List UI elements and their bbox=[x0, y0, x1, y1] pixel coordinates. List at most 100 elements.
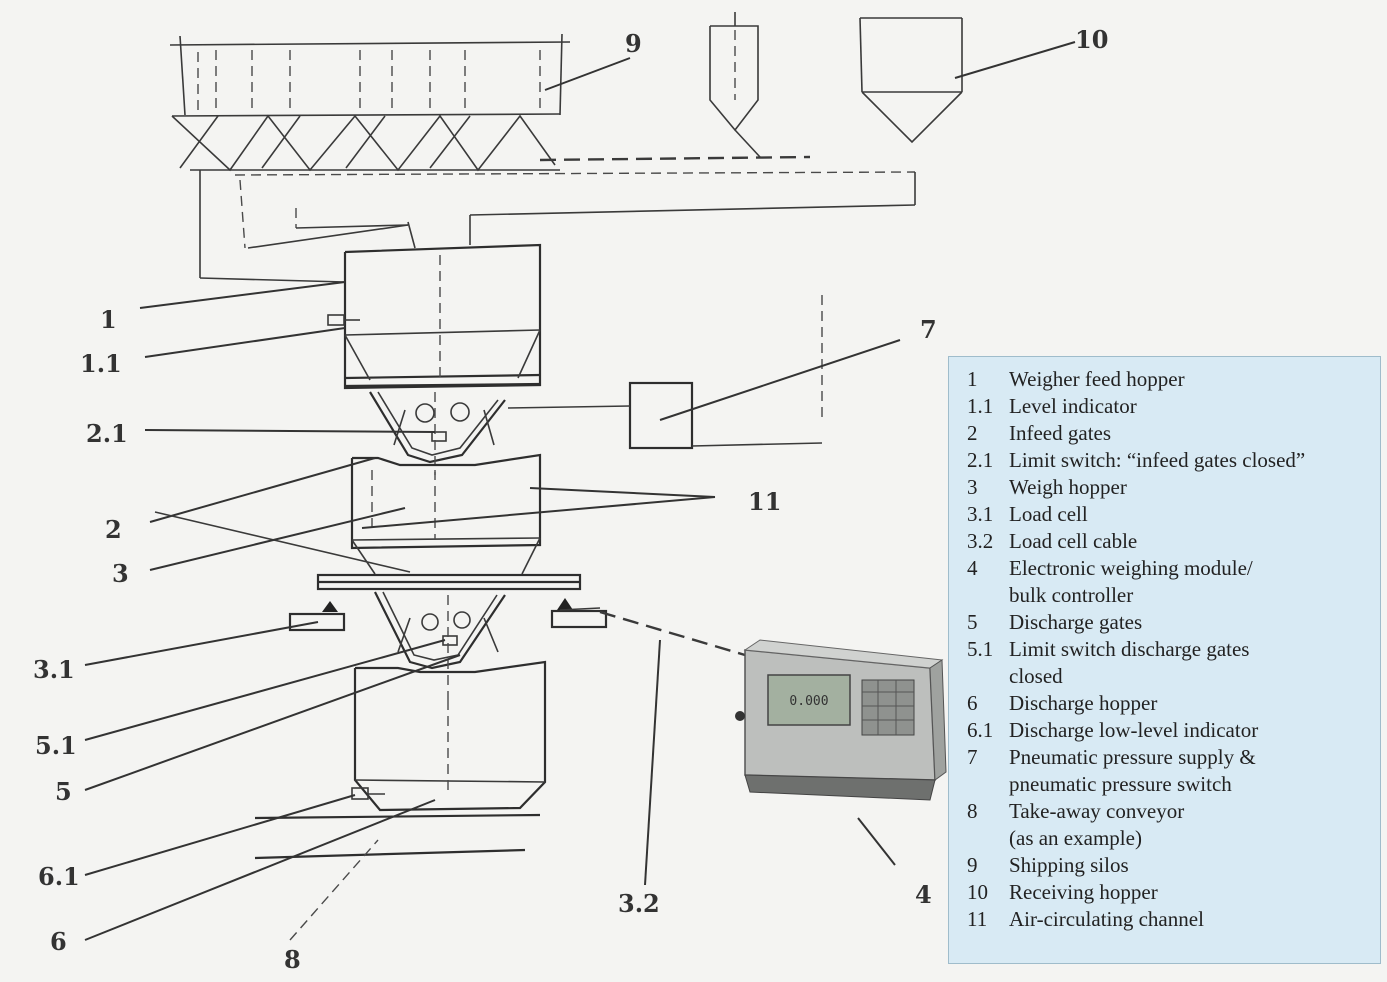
callout-6-1: 6.1 bbox=[38, 862, 80, 891]
legend-item-number: 6.1 bbox=[967, 718, 994, 742]
legend-item-label: Shipping silos bbox=[1009, 853, 1129, 877]
callout-9: 9 bbox=[625, 29, 642, 58]
callout-3: 3 bbox=[112, 559, 129, 588]
legend-item-label-continued: bulk controller bbox=[1009, 583, 1134, 607]
legend-item-text: Discharge gates bbox=[1009, 609, 1370, 636]
legend-item-text: Infeed gates bbox=[1009, 420, 1370, 447]
legend-item-label-continued: pneumatic pressure switch bbox=[1009, 772, 1232, 796]
callout-4: 4 bbox=[915, 880, 932, 909]
legend-item-text: Weigher feed hopper bbox=[1009, 366, 1370, 393]
legend-item-number: 5 bbox=[967, 610, 978, 634]
receiving-hopper bbox=[859, 17, 963, 144]
legend-item: 9 Shipping silos bbox=[967, 852, 1370, 879]
legend-item-text: Air-circulating channel bbox=[1009, 906, 1370, 933]
legend-item-label: Discharge gates bbox=[1009, 610, 1143, 634]
legend-item: 7 Pneumatic pressure supply &pneumatic pr… bbox=[967, 744, 1370, 798]
legend-item-number: 1.1 bbox=[967, 394, 994, 418]
legend-item-label: Weigher feed hopper bbox=[1009, 367, 1185, 391]
legend-item-text: Discharge low-level indicator bbox=[1009, 717, 1370, 744]
legend-item: 1.1 Level indicator bbox=[967, 393, 1370, 420]
legend-item-label: Limit switch discharge gates bbox=[1009, 637, 1250, 661]
legend-item: 2.1 Limit switch: “infeed gates closed” bbox=[967, 447, 1370, 474]
legend-item-label: Load cell cable bbox=[1009, 529, 1138, 553]
shipping-silos bbox=[169, 33, 571, 172]
legend-item-text: Pneumatic pressure supply &pneumatic pre… bbox=[1009, 744, 1370, 798]
infeed-gates bbox=[369, 391, 506, 475]
legend-item-number: 4 bbox=[967, 556, 978, 580]
display-screen bbox=[767, 674, 851, 726]
legend-item-label: Air-circulating channel bbox=[1009, 907, 1204, 931]
legend-item: 4 Electronic weighing module/bulk control… bbox=[967, 555, 1370, 609]
legend-item-number: 7 bbox=[967, 745, 978, 769]
legend-item: 3.1 Load cell bbox=[967, 501, 1370, 528]
legend-item: 3.2 Load cell cable bbox=[967, 528, 1370, 555]
limit-switch-infeed bbox=[431, 431, 447, 442]
callout-7: 7 bbox=[920, 315, 937, 344]
callout-11: 11 bbox=[748, 487, 781, 516]
legend-item-number: 1 bbox=[967, 367, 978, 391]
weigh-hopper bbox=[316, 453, 582, 591]
legend-item: 2 Infeed gates bbox=[967, 420, 1370, 447]
legend-item: 10 Receiving hopper bbox=[967, 879, 1370, 906]
legend-item-text: Weigh hopper bbox=[1009, 474, 1370, 501]
legend-item-number: 3.1 bbox=[967, 502, 994, 526]
legend-item-label: Load cell bbox=[1009, 502, 1088, 526]
leader-lines bbox=[84, 41, 1076, 941]
small-silo bbox=[709, 12, 761, 158]
callout-2-1: 2.1 bbox=[86, 419, 128, 448]
load-cells bbox=[288, 598, 608, 632]
legend-item-label: Weigh hopper bbox=[1009, 475, 1127, 499]
legend-item-label: Electronic weighing module/ bbox=[1009, 556, 1253, 580]
callout-1-1: 1.1 bbox=[80, 349, 122, 378]
legend-item-number: 3 bbox=[967, 475, 978, 499]
legend-item-label: Receiving hopper bbox=[1009, 880, 1158, 904]
legend-item-text: Load cell cable bbox=[1009, 528, 1370, 555]
legend-item-text: Level indicator bbox=[1009, 393, 1370, 420]
legend-item-number: 2.1 bbox=[967, 448, 994, 472]
legend-item-label: Level indicator bbox=[1009, 394, 1137, 418]
legend-item-text: Discharge hopper bbox=[1009, 690, 1370, 717]
legend-item: 1 Weigher feed hopper bbox=[967, 366, 1370, 393]
callout-2: 2 bbox=[105, 515, 122, 544]
callout-6: 6 bbox=[50, 927, 67, 956]
callout-5: 5 bbox=[55, 777, 72, 806]
legend-item-text: Limit switch discharge gates closed bbox=[1009, 636, 1370, 690]
weighing-module-device: 0.000 bbox=[735, 639, 947, 801]
legend-item-text: Take-away conveyor (as an example) bbox=[1009, 798, 1370, 852]
callout-1: 1 bbox=[100, 305, 117, 334]
legend-item: 5 Discharge gates bbox=[967, 609, 1370, 636]
legend-item-label-continued: (as an example) bbox=[1009, 826, 1142, 850]
legend-item: 6 Discharge hopper bbox=[967, 690, 1370, 717]
callout-labels: 1 1.1 2.1 2 3 3.1 5.1 5 6.1 6 8 3.2 4 7 … bbox=[33, 25, 1108, 974]
legend-panel: 1 Weigher feed hopper 1.1 Level indicator 2 I… bbox=[948, 356, 1381, 964]
legend-item-label: Discharge low-level indicator bbox=[1009, 718, 1259, 742]
legend-item: 3 Weigh hopper bbox=[967, 474, 1370, 501]
legend-item-number: 9 bbox=[967, 853, 978, 877]
legend-item-text: Electronic weighing module/bulk controll… bbox=[1009, 555, 1370, 609]
take-away-conveyor bbox=[254, 813, 541, 860]
legend-item-label-continued: closed bbox=[1009, 664, 1063, 688]
keypad bbox=[861, 679, 915, 736]
legend-item-number: 8 bbox=[967, 799, 978, 823]
legend-item-text: Shipping silos bbox=[1009, 852, 1370, 879]
legend-item-label: Discharge hopper bbox=[1009, 691, 1158, 715]
legend-item: 6.1 Discharge low-level indicator bbox=[967, 717, 1370, 744]
callout-3-2: 3.2 bbox=[618, 889, 660, 918]
legend-item-text: Load cell bbox=[1009, 501, 1370, 528]
legend-item-label: Infeed gates bbox=[1009, 421, 1112, 445]
callout-8: 8 bbox=[284, 945, 301, 974]
legend-item-label: Take-away conveyor bbox=[1009, 799, 1185, 823]
display-readout: 0.000 bbox=[789, 694, 828, 709]
pneumatic-unit bbox=[507, 295, 823, 450]
legend-item-label: Limit switch: “infeed gates closed” bbox=[1009, 448, 1306, 472]
legend-item-number: 2 bbox=[967, 421, 978, 445]
legend-item-text: Limit switch: “infeed gates closed” bbox=[1009, 447, 1370, 474]
legend-item-number: 3.2 bbox=[967, 529, 994, 553]
weigher-feed-hopper bbox=[327, 243, 542, 390]
legend-item-number: 10 bbox=[967, 880, 988, 904]
level-indicator bbox=[327, 314, 345, 326]
legend-item-number: 6 bbox=[967, 691, 978, 715]
callout-5-1: 5.1 bbox=[35, 731, 77, 760]
